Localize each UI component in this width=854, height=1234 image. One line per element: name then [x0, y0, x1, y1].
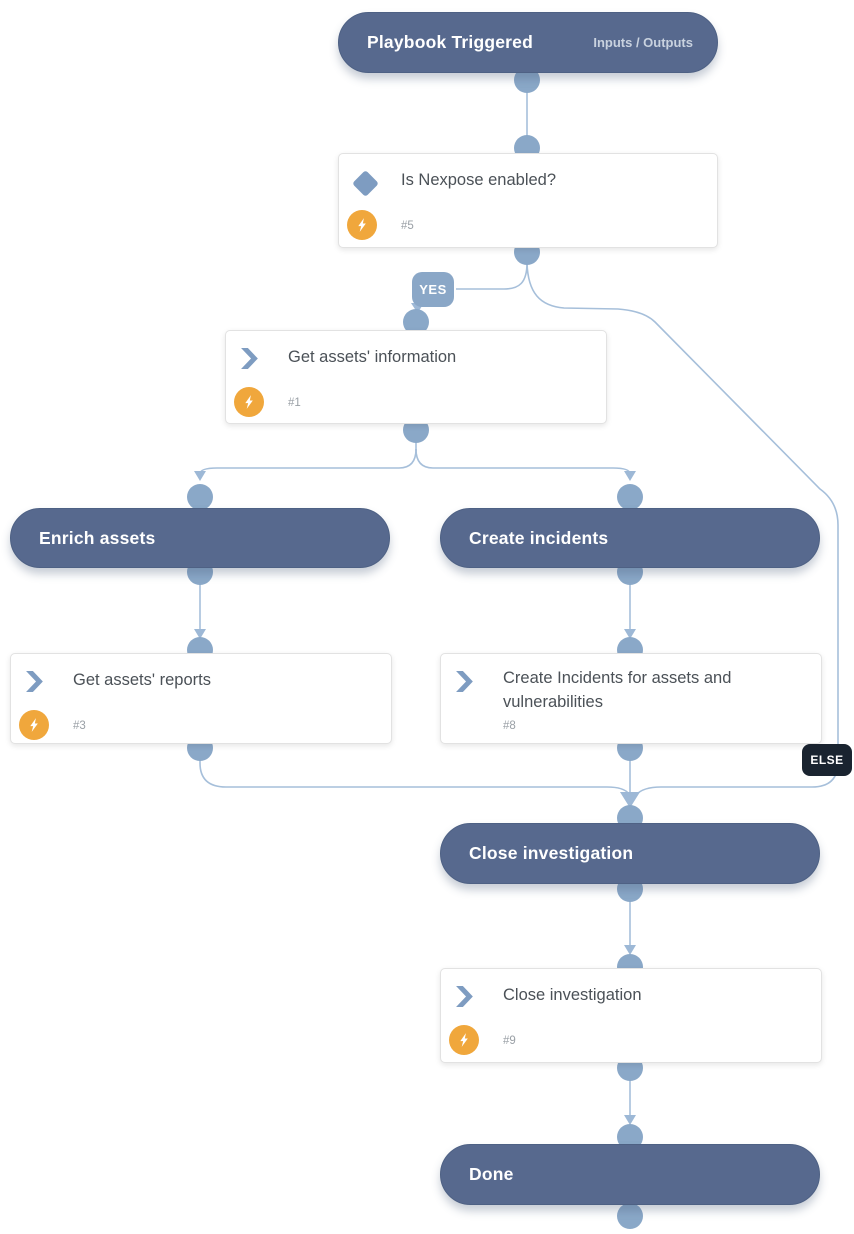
- chevron-task-icon: [456, 986, 473, 1007]
- lightning-bolt-icon: [19, 710, 49, 740]
- section-close-investigation[interactable]: Close investigation: [440, 823, 820, 884]
- lightning-bolt-icon: [347, 210, 377, 240]
- section-enrich-assets[interactable]: Enrich assets: [10, 508, 390, 568]
- task-get-assets-reports[interactable]: Get assets' reports #3: [10, 653, 392, 744]
- lightning-bolt-icon: [449, 1025, 479, 1055]
- section-title: Close investigation: [469, 843, 634, 863]
- lightning-bolt-icon: [234, 387, 264, 417]
- inputs-outputs-link[interactable]: Inputs / Outputs: [593, 35, 693, 50]
- chevron-task-icon: [26, 671, 43, 692]
- task-title: Get assets' information: [288, 348, 457, 366]
- diamond-condition-icon: [352, 170, 379, 197]
- playbook-triggered-header[interactable]: Playbook Triggered Inputs / Outputs: [338, 12, 718, 73]
- section-title: Create incidents: [469, 527, 609, 548]
- task-id: #8: [503, 720, 516, 732]
- task-title: Is Nexpose enabled?: [401, 171, 557, 189]
- task-close-investigation[interactable]: Close investigation #9: [440, 968, 822, 1063]
- section-title: Enrich assets: [39, 527, 156, 548]
- task-create-incidents-for-assets-and-vulnerabilities[interactable]: Create Incidents for assets and vulnerab…: [440, 653, 822, 744]
- task-id: #1: [288, 397, 301, 409]
- task-id: #9: [503, 1035, 516, 1047]
- playbook-title: Playbook Triggered: [367, 32, 534, 52]
- yes-label-text: YES: [419, 282, 447, 297]
- task-id: #3: [73, 720, 86, 732]
- section-create-incidents[interactable]: Create incidents: [440, 508, 820, 568]
- task-title: Get assets' reports: [73, 671, 211, 689]
- chevron-task-icon: [241, 348, 258, 369]
- else-label-text: ELSE: [810, 753, 844, 767]
- chevron-task-icon: [456, 671, 473, 692]
- else-branch-label: ELSE: [802, 744, 852, 776]
- yes-branch-label: YES: [412, 272, 454, 307]
- task-id: #5: [401, 220, 414, 232]
- task-title: Create Incidents for assets and vulnerab…: [503, 669, 732, 711]
- condition-task-is-nexpose-enabled[interactable]: Is Nexpose enabled? #5: [338, 153, 718, 248]
- task-title: Close investigation: [503, 986, 642, 1004]
- section-title: Done: [469, 1164, 514, 1184]
- section-done[interactable]: Done: [440, 1144, 820, 1205]
- task-get-assets-information[interactable]: Get assets' information #1: [225, 330, 607, 424]
